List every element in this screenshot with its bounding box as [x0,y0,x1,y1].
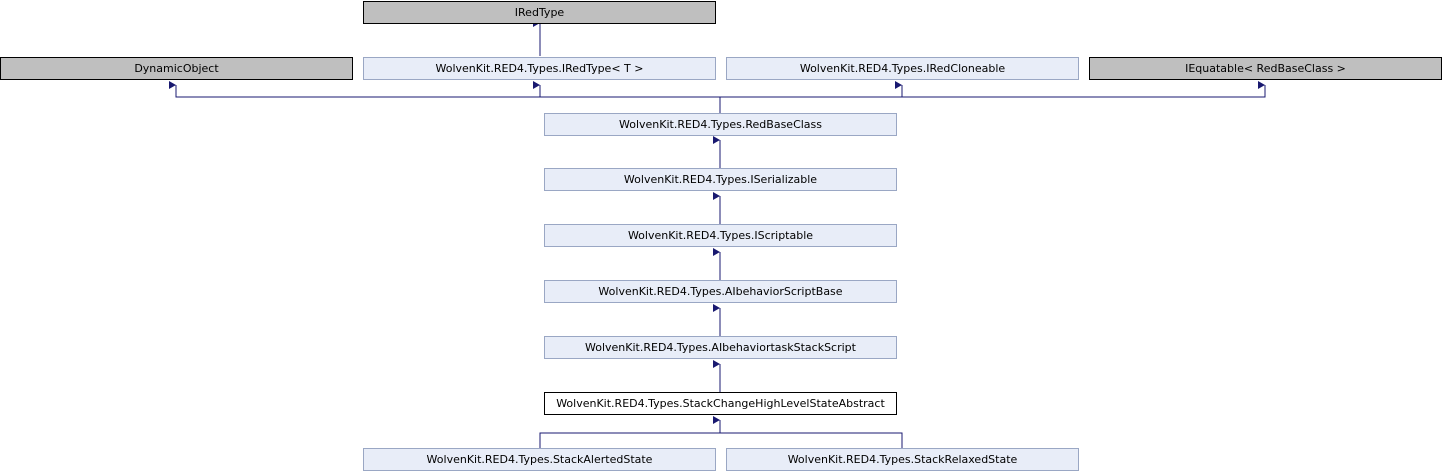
aibehaviortask-stack-script-node[interactable]: WolvenKit.RED4.Types.AIbehaviortaskStack… [544,336,897,359]
dynamic-object-node: DynamicObject [0,57,353,80]
iredtype-generic-node[interactable]: WolvenKit.RED4.Types.IRedType< T > [363,57,716,80]
iscriptable-node[interactable]: WolvenKit.RED4.Types.IScriptable [544,224,897,247]
edge-redbaseclass-to-iequatable [902,81,1266,98]
aibehavior-script-base-node[interactable]: WolvenKit.RED4.Types.AIbehaviorScriptBas… [544,280,897,303]
stack-relaxed-state-node[interactable]: WolvenKit.RED4.Types.StackRelaxedState [726,448,1079,471]
redbaseclass-node[interactable]: WolvenKit.RED4.Types.RedBaseClass [544,113,897,136]
iequatable-node: IEquatable< RedBaseClass > [1089,57,1442,80]
edge-redbaseclass-to-iredcloneable [720,81,903,98]
stack-alerted-state-node[interactable]: WolvenKit.RED4.Types.StackAlertedState [363,448,716,471]
edge-children-to-stackchange [539,420,903,448]
edge-redbaseclass-trunk [169,81,721,113]
stack-change-high-level-state-abstract-node: WolvenKit.RED4.Types.StackChangeHighLeve… [544,392,897,415]
iredcloneable-node[interactable]: WolvenKit.RED4.Types.IRedCloneable [726,57,1079,80]
iredtype-node: IRedType [363,1,716,24]
iserializable-node[interactable]: WolvenKit.RED4.Types.ISerializable [544,168,897,191]
